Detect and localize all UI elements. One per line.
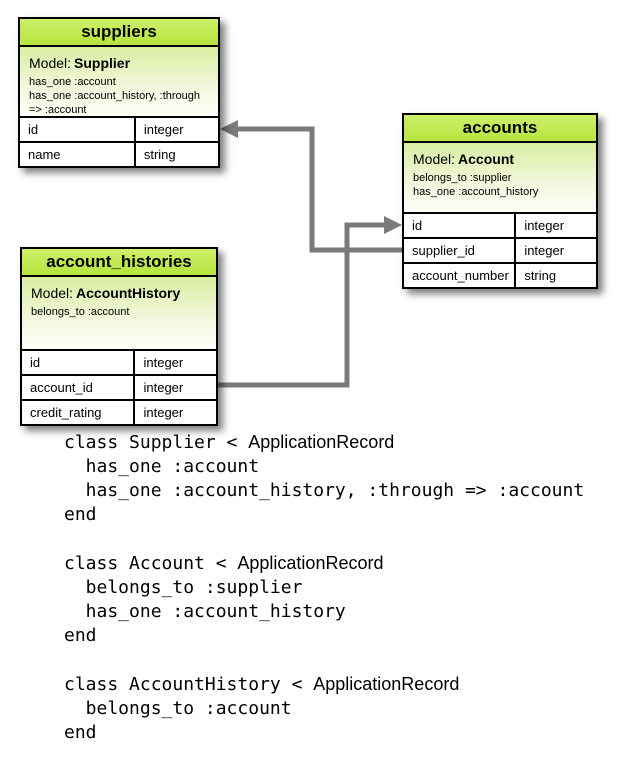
code-line: end xyxy=(64,624,584,648)
table-row: id integer xyxy=(20,116,218,141)
code-text: end xyxy=(64,504,97,525)
code-line: has_one :account_history, :through => :a… xyxy=(64,479,585,503)
association-line: has_one :account_history xyxy=(413,186,539,198)
code-text: end xyxy=(64,625,97,646)
column-type: integer xyxy=(143,405,184,420)
code-block-supplier: class Supplier < ApplicationRecord has_o… xyxy=(64,430,584,527)
table-row: id integer xyxy=(404,212,596,237)
code-text: class Account < xyxy=(64,553,238,574)
table-model-section: Model:AccountHistory belongs_to :account xyxy=(22,277,216,349)
column-type: integer xyxy=(143,355,184,370)
code-text: has_one :account_history xyxy=(64,601,346,622)
table-title: account_histories xyxy=(22,249,216,277)
code-text: class AccountHistory < xyxy=(64,674,314,695)
model-line: Model:AccountHistory xyxy=(31,284,207,303)
code-line: has_one :account xyxy=(64,455,584,479)
code-line: has_one :account_history xyxy=(64,600,584,624)
column-name: id xyxy=(20,118,136,141)
model-name: Supplier xyxy=(74,55,131,71)
code-section: class Supplier < ApplicationRecord has_o… xyxy=(64,430,584,769)
code-text: belongs_to :account xyxy=(64,698,292,719)
table-title: suppliers xyxy=(20,19,218,47)
model-label: Model: xyxy=(31,285,74,301)
table-row: id integer xyxy=(22,349,216,374)
model-label: Model: xyxy=(413,151,456,167)
model-line: Model:Account xyxy=(413,150,587,169)
column-name: account_number xyxy=(404,264,517,287)
column-type: string xyxy=(524,268,557,283)
association-line: belongs_to :account xyxy=(31,306,130,318)
arrowhead-to-suppliers-icon xyxy=(220,120,238,138)
table-accounts: accounts Model:Account belongs_to :suppl… xyxy=(402,113,598,289)
code-text: end xyxy=(64,722,97,743)
code-text-sans: ApplicationRecord xyxy=(313,674,460,694)
code-block-account: class Account < ApplicationRecord belong… xyxy=(64,551,584,648)
code-text: class Supplier < xyxy=(64,432,249,453)
association-line: has_one :account xyxy=(29,76,116,88)
model-line: Model:Supplier xyxy=(29,54,209,73)
model-name: AccountHistory xyxy=(76,285,181,301)
column-name: credit_rating xyxy=(22,401,136,424)
code-text-sans: ApplicationRecord xyxy=(248,432,395,452)
table-row: credit_rating integer xyxy=(22,399,216,424)
table-account-histories: account_histories Model:AccountHistory b… xyxy=(20,247,218,426)
table-row: account_number string xyxy=(404,262,596,287)
model-name: Account xyxy=(458,151,515,167)
table-model-section: Model:Supplier has_one :account has_one … xyxy=(20,47,218,116)
column-type: integer xyxy=(524,243,565,258)
association-line: => :account xyxy=(29,104,87,116)
code-text: belongs_to :supplier xyxy=(64,577,303,598)
code-line: end xyxy=(64,503,584,527)
column-name: id xyxy=(22,351,136,374)
code-line: belongs_to :account xyxy=(64,697,584,721)
column-name: id xyxy=(404,214,517,237)
table-row: account_id integer xyxy=(22,374,216,399)
code-line: class Supplier < ApplicationRecord xyxy=(64,430,584,455)
column-type: integer xyxy=(143,122,184,137)
code-block-account-history: class AccountHistory < ApplicationRecord… xyxy=(64,672,584,745)
table-row: name string xyxy=(20,141,218,166)
column-type: string xyxy=(143,147,176,162)
table-model-section: Model:Account belongs_to :supplier has_o… xyxy=(404,143,596,212)
arrowhead-to-accounts-icon xyxy=(384,216,402,234)
association-line: belongs_to :supplier xyxy=(413,172,512,184)
column-name: account_id xyxy=(22,376,136,399)
code-line: class Account < ApplicationRecord xyxy=(64,551,584,576)
column-type: integer xyxy=(524,218,565,233)
column-name: supplier_id xyxy=(404,239,517,262)
code-text: has_one :account xyxy=(64,456,260,477)
code-line: belongs_to :supplier xyxy=(64,576,584,600)
association-line: has_one :account_history, :through xyxy=(29,90,201,102)
table-row: supplier_id integer xyxy=(404,237,596,262)
table-suppliers: suppliers Model:Supplier has_one :accoun… xyxy=(18,17,220,168)
model-label: Model: xyxy=(29,55,72,71)
table-title: accounts xyxy=(404,115,596,143)
arrow-accounts-supplier-id-to-suppliers-id xyxy=(236,126,402,253)
code-line: class AccountHistory < ApplicationRecord xyxy=(64,672,584,697)
column-name: name xyxy=(20,143,136,166)
code-text: has_one :account_history, :through => :a… xyxy=(64,480,585,501)
code-text-sans: ApplicationRecord xyxy=(237,553,384,573)
arrow-histories-account-id-to-accounts-id xyxy=(218,222,387,388)
column-type: integer xyxy=(143,380,184,395)
code-line: end xyxy=(64,721,584,745)
